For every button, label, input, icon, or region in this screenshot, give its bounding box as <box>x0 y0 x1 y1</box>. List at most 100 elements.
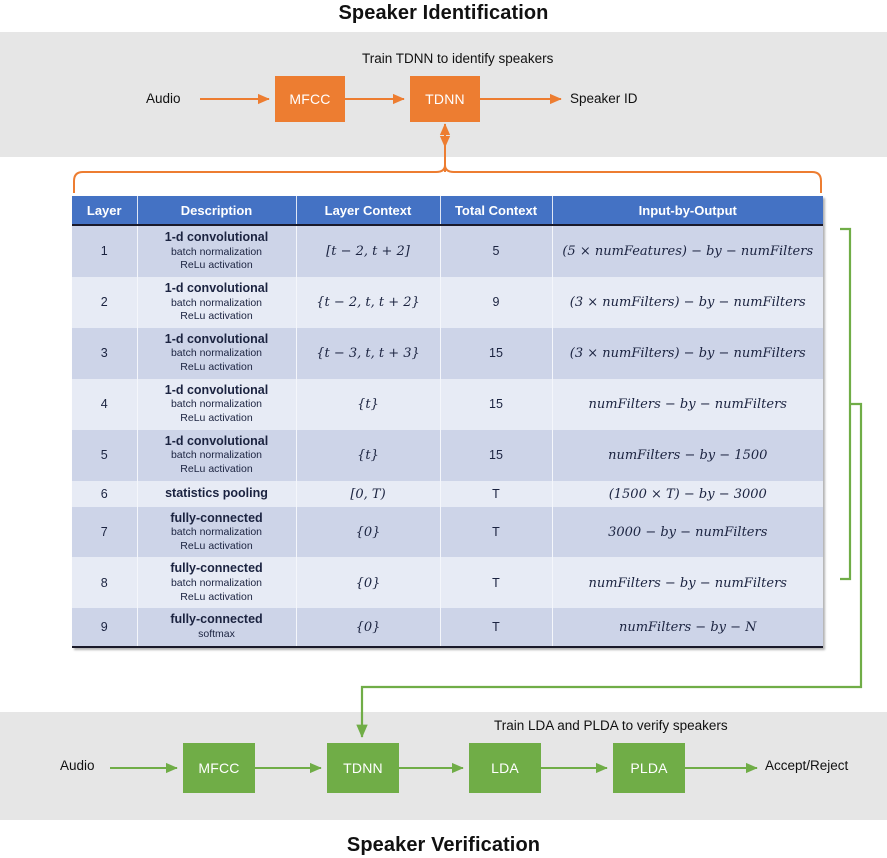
cell-layer-context: {0} <box>296 506 441 558</box>
description-main: 1-d convolutional <box>164 382 269 397</box>
input-by-output-value: numFilters − by − numFilters <box>588 397 787 413</box>
layer-context-value: {0} <box>355 575 381 591</box>
input-by-output-value: numFilters − by − 1500 <box>608 448 768 464</box>
layer-number: 4 <box>100 397 108 412</box>
description-main: fully-connected <box>170 510 263 525</box>
input-by-output-value: (5 × numFeatures) − by − numFilters <box>562 244 814 260</box>
column-header-layer-context: Layer Context <box>296 196 441 226</box>
total-context-value: 5 <box>492 244 500 259</box>
cell-total-context: T <box>440 480 553 507</box>
total-context-value: 9 <box>492 295 500 310</box>
cell-layer: 7 <box>72 506 138 558</box>
identification-box-mfcc[interactable]: MFCC <box>275 76 345 122</box>
input-by-output-value: (1500 × T) − by − 3000 <box>608 486 767 502</box>
cell-layer-context: {0} <box>296 557 441 609</box>
verification-box-mfcc[interactable]: MFCC <box>183 743 255 793</box>
cell-layer: 1 <box>72 225 138 277</box>
cell-total-context: 15 <box>440 327 553 379</box>
cell-layer-context: [t − 2, t + 2] <box>296 225 441 277</box>
description-sub2: ReLu activation <box>180 361 253 374</box>
layer-context-value: {0} <box>355 619 381 635</box>
layer-context-value: {t − 2, t, t + 2} <box>316 295 420 311</box>
identification-input-label: Audio <box>146 91 181 106</box>
cell-input-by-output: numFilters − by − numFilters <box>552 378 823 430</box>
page-title-speaker-verification: Speaker Verification <box>346 834 541 856</box>
total-context-value: 15 <box>489 448 503 463</box>
cell-total-context: 5 <box>440 225 553 277</box>
description-main: 1-d convolutional <box>164 230 269 244</box>
description-sub2: ReLu activation <box>180 411 253 424</box>
cell-layer: 2 <box>72 276 138 328</box>
cell-layer: 8 <box>72 557 138 609</box>
page-title-speaker-identification: Speaker Identification <box>338 2 549 24</box>
verification-box-tdnn[interactable]: TDNN <box>327 743 399 793</box>
cell-layer-context: {0} <box>296 608 441 648</box>
verification-band <box>0 712 887 820</box>
cell-layer-context: {t − 3, t, t + 3} <box>296 327 441 379</box>
total-context-value: 15 <box>489 397 503 412</box>
input-by-output-value: 3000 − by − numFilters <box>608 524 768 540</box>
layer-number: 7 <box>100 524 108 539</box>
description-sub1: batch normalization <box>170 296 263 309</box>
description-sub2: ReLu activation <box>180 259 253 272</box>
description-sub1: batch normalization <box>170 347 263 360</box>
total-context-value: T <box>492 524 500 539</box>
verification-caption: Train LDA and PLDA to verify speakers <box>494 718 728 733</box>
cell-input-by-output: 3000 − by − numFilters <box>552 506 823 558</box>
cell-total-context: 15 <box>440 429 553 481</box>
identification-output-label: Speaker ID <box>570 91 638 106</box>
layer-number: 2 <box>100 295 108 310</box>
input-by-output-value: numFilters − by − numFilters <box>588 575 787 591</box>
input-by-output-value: numFilters − by − N <box>618 619 757 635</box>
table-header-row: Layer Description Layer Context Total Co… <box>72 196 823 226</box>
description-sub1: batch normalization <box>170 245 263 258</box>
tdnn-architecture-table: Layer Description Layer Context Total Co… <box>72 196 823 648</box>
layer-context-value: {0} <box>355 524 381 540</box>
description-sub1: batch normalization <box>170 526 263 539</box>
verification-output-label: Accept/Reject <box>765 758 849 773</box>
verification-box-plda[interactable]: PLDA <box>613 743 685 793</box>
layer-context-value: [t − 2, t + 2] <box>326 244 410 260</box>
description-sub1: batch normalization <box>170 449 263 462</box>
identification-caption: Train TDNN to identify speakers <box>362 51 554 66</box>
description-sub2: ReLu activation <box>180 462 253 475</box>
description-sub2: ReLu activation <box>180 310 253 323</box>
description-main: 1-d convolutional <box>164 433 269 448</box>
cell-input-by-output: (3 × numFilters) − by − numFilters <box>552 327 823 379</box>
description-main: statistics pooling <box>165 485 268 500</box>
description-main: fully-connected <box>170 612 263 627</box>
cell-total-context: 9 <box>440 276 553 328</box>
cell-total-context: T <box>440 608 553 648</box>
layer-number: 5 <box>100 448 108 463</box>
identification-box-tdnn[interactable]: TDNN <box>410 76 480 122</box>
input-by-output-value: (3 × numFilters) − by − numFilters <box>569 346 806 362</box>
cell-input-by-output: (5 × numFeatures) − by − numFilters <box>552 225 823 277</box>
total-context-value: T <box>492 619 500 634</box>
cell-layer: 3 <box>72 327 138 379</box>
layer-context-value: {t} <box>357 448 379 464</box>
description-main: fully-connected <box>170 561 263 576</box>
table-brace-orange <box>73 164 822 193</box>
layer-number: 8 <box>100 575 108 590</box>
cell-total-context: T <box>440 557 553 609</box>
cell-input-by-output: numFilters − by − 1500 <box>552 429 823 481</box>
verification-box-lda[interactable]: LDA <box>469 743 541 793</box>
cell-input-by-output: (3 × numFilters) − by − numFilters <box>552 276 823 328</box>
cell-total-context: T <box>440 506 553 558</box>
cell-layer-context: [0, T) <box>296 480 441 507</box>
description-sub1: batch normalization <box>170 398 263 411</box>
layer-number: 9 <box>100 619 108 634</box>
cell-input-by-output: numFilters − by − numFilters <box>552 557 823 609</box>
cell-layer: 4 <box>72 378 138 430</box>
